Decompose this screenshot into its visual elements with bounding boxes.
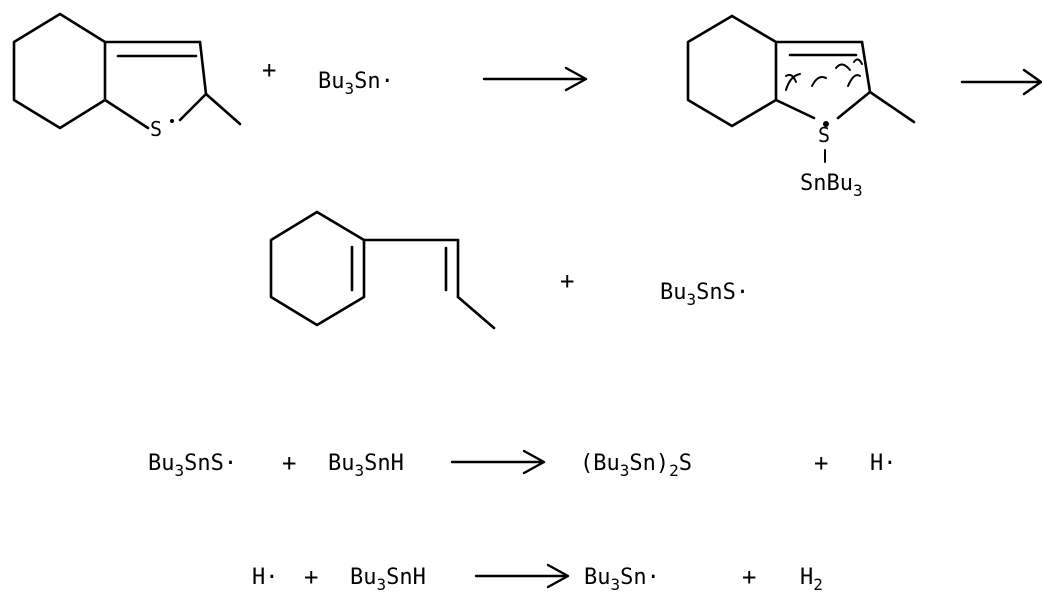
tributylstannyl-substituent: SnBu3 — [800, 171, 863, 200]
tributyltin-radical-reagent: Bu3Sn· — [318, 69, 394, 98]
reactant-tetrahydrobenzothiophene: S — [12, 12, 242, 141]
reaction-arrow-4 — [474, 563, 570, 589]
row4-reactant-tin-hydride: Bu3SnH — [350, 565, 426, 594]
plus-sign: + — [560, 267, 574, 295]
intermediate-sulfur-atom: S — [818, 123, 830, 147]
row3-product-hydrogen-radical: H· — [870, 451, 897, 476]
row4-reactant-hydrogen-radical: H· — [252, 565, 279, 590]
reactant-sulfur-atom: S — [150, 117, 162, 141]
plus-sign: + — [304, 563, 318, 591]
diene-product-structure — [269, 210, 496, 330]
row4-product-hydrogen-molecule: H2 — [800, 565, 823, 594]
radical-intermediate-structure: S SnBu3 — [686, 14, 916, 200]
reaction-arrow-1 — [482, 66, 588, 92]
row3-reactant-thiyl-radical: Bu3SnS· — [148, 451, 237, 480]
plus-sign: + — [814, 449, 828, 477]
plus-sign: + — [742, 563, 756, 591]
tributyltin-thiyl-radical: Bu3SnS· — [660, 280, 749, 309]
row3-reactant-tin-hydride: Bu3SnH — [328, 451, 404, 480]
plus-sign: + — [262, 56, 276, 84]
row3-product-bis-tributyltin-sulfide: (Bu3Sn)2S — [580, 451, 692, 480]
plus-sign: + — [282, 449, 296, 477]
row4-product-tributyltin-radical: Bu3Sn· — [584, 565, 660, 594]
reaction-arrow-2 — [960, 68, 1042, 96]
reaction-arrow-3 — [450, 449, 546, 475]
